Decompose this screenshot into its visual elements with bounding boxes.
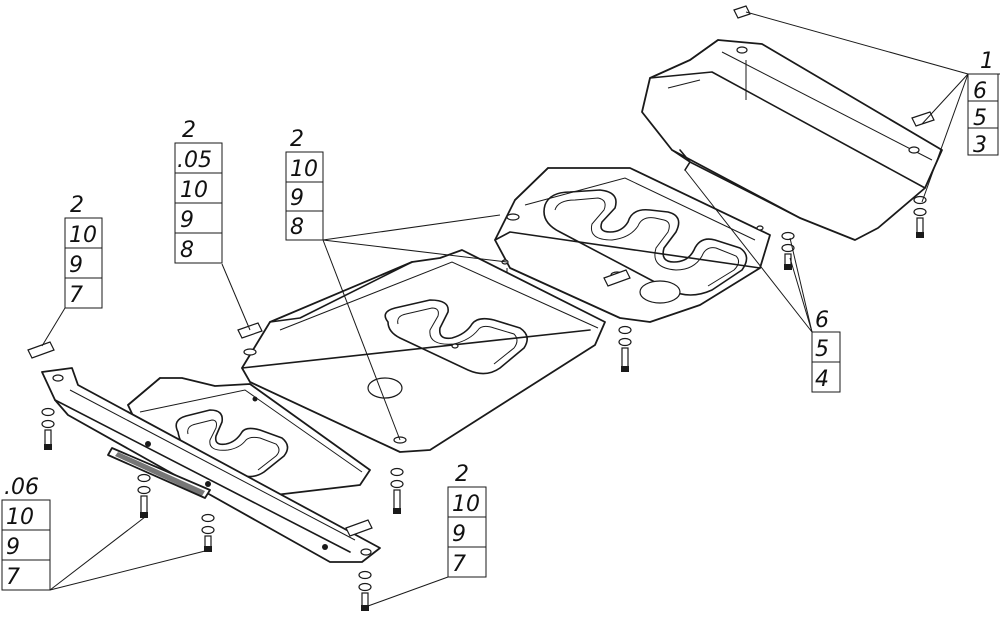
bolt-stack-a — [913, 195, 927, 238]
callout-c7-item-3: 7 — [452, 552, 466, 577]
radiator-guard-plate — [641, 39, 943, 241]
callout-c5-item-1: 5 — [815, 337, 829, 362]
callout-c1-item-1: 6 — [973, 79, 987, 104]
callout-c4-item-2: 9 — [69, 253, 83, 278]
callout-c1-item-2: 5 — [973, 106, 987, 131]
callout-c6: .06 10 9 7 — [1, 475, 51, 591]
callout-c3-item-0: 2 — [290, 127, 304, 152]
callout-c2: 2 .05 10 9 8 — [174, 118, 223, 264]
callout-c7: 2 10 9 7 — [447, 462, 487, 578]
callout-c4: 2 10 9 7 — [64, 193, 103, 309]
callout-c5-item-2: 4 — [815, 367, 829, 392]
callout-c2-item-2: 10 — [180, 178, 208, 203]
bolt-stack-b — [781, 231, 795, 270]
callout-c3-item-1: 10 — [290, 157, 318, 182]
callout-c5: 6 5 4 — [811, 308, 841, 393]
callout-c6-item-0: .06 — [4, 475, 39, 500]
callout-c7-item-2: 9 — [452, 522, 466, 547]
callout-c2-item-0: 2 — [182, 118, 196, 143]
callout-c2-item-1: .05 — [177, 148, 212, 173]
callout-c4-item-3: 7 — [69, 283, 83, 308]
bolt-stack-e — [390, 467, 404, 514]
callout-c6-item-3: 7 — [6, 565, 20, 590]
callout-c4-item-0: 2 — [70, 193, 84, 218]
side-rail — [41, 367, 381, 563]
bolt-stack-f — [137, 473, 151, 518]
bolt-stack-g — [201, 513, 215, 552]
callout-c2-item-3: 9 — [180, 208, 194, 233]
callout-c6-item-2: 9 — [6, 535, 20, 560]
callout-c3: 2 10 9 8 — [285, 127, 324, 241]
engine-guard-plate — [241, 249, 606, 453]
callout-c1-item-3: 3 — [973, 133, 987, 158]
callout-c3-item-3: 8 — [290, 215, 304, 240]
transfer-case-guard-plate — [494, 167, 771, 323]
bolt-stack-h — [358, 570, 372, 611]
callout-c5-item-0: 6 — [815, 308, 829, 333]
callout-c1-item-0: 1 — [980, 49, 994, 74]
callout-c7-item-0: 2 — [455, 462, 469, 487]
callout-c4-item-1: 10 — [69, 223, 97, 248]
callout-c2-item-4: 8 — [180, 238, 194, 263]
callout-c1: 1 6 5 3 — [967, 49, 1000, 158]
fasteners — [27, 5, 935, 611]
callout-c6-item-1: 10 — [6, 505, 34, 530]
bolt-stack-d — [41, 407, 55, 450]
callout-c7-item-1: 10 — [452, 492, 480, 517]
bolt-stack-c — [618, 325, 632, 372]
callout-c3-item-2: 9 — [290, 186, 304, 211]
leader-lines — [41, 11, 969, 607]
